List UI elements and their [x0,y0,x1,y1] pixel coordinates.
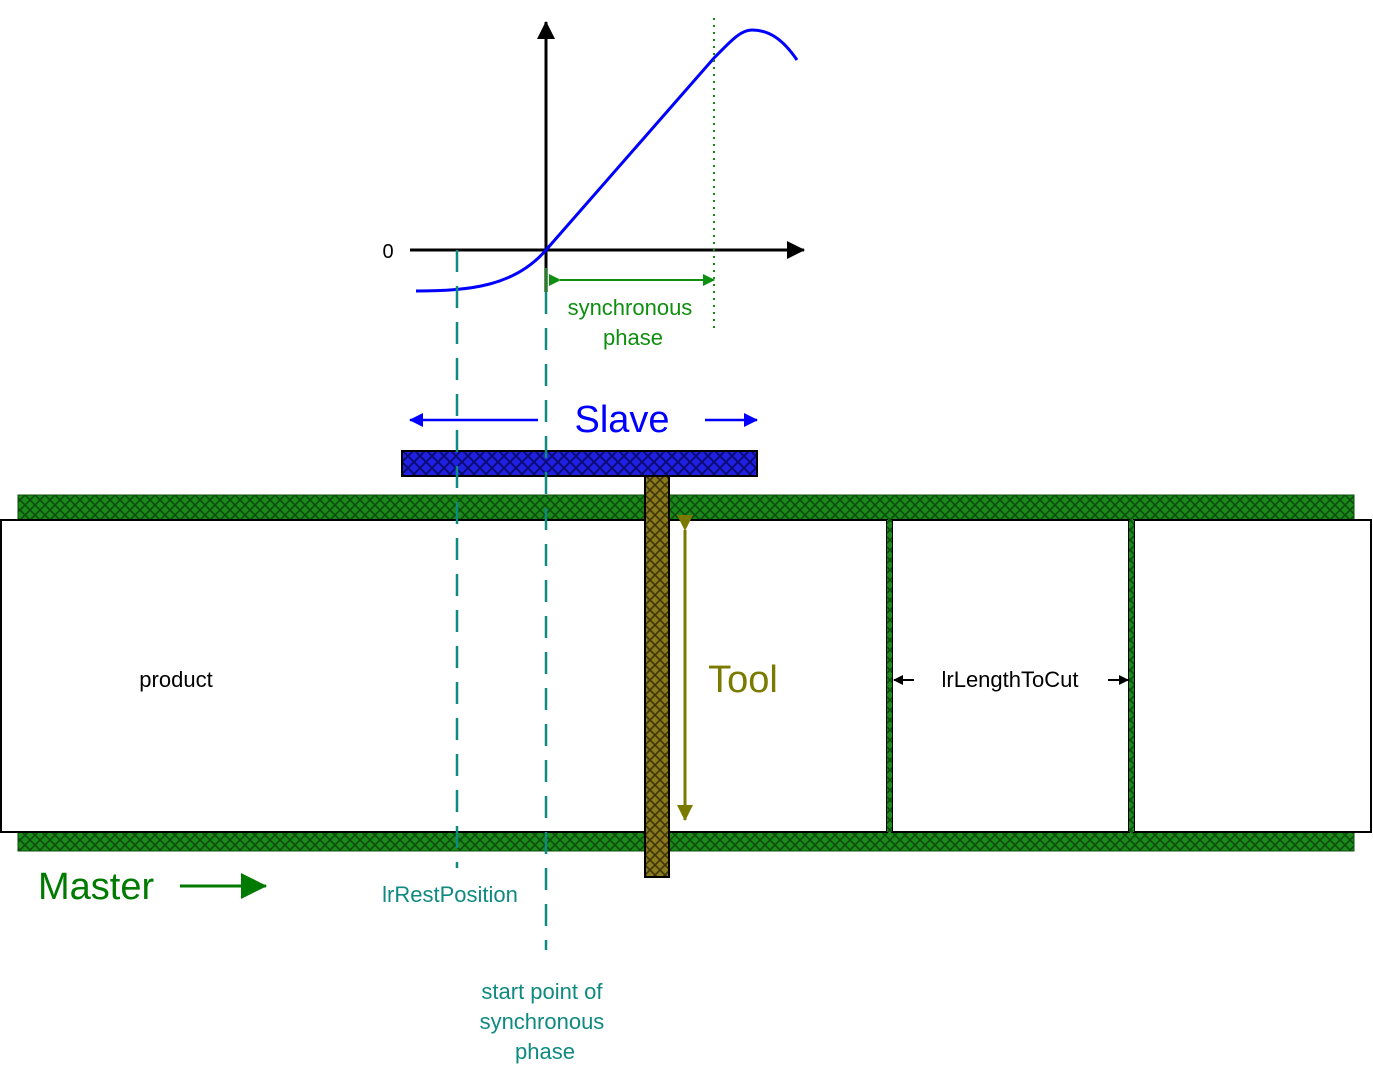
tool-label: Tool [708,659,778,701]
product-piece-main [0,519,888,833]
length-to-cut-label: lrLengthToCut [942,667,1079,692]
product-strip: product lrLengthToCut [0,519,1372,833]
sync-phase-label-line-1: synchronous [568,295,693,320]
tool-group: Tool [644,475,778,878]
slave-carriage [401,450,758,477]
master-belt-bottom [17,830,1355,852]
product-piece-cut-2 [1133,519,1372,833]
graph-zero-label: 0 [382,241,393,263]
start-point-label-line-2: synchronous [480,1009,605,1034]
start-point-label: start point of synchronous phase [480,979,611,1064]
slave-label: Slave [574,399,669,441]
rest-position-label: lrRestPosition [382,882,518,907]
start-point-label-line-1: start point of [481,979,603,1004]
master-belt-top [17,494,1355,522]
master-group: Master [38,866,267,908]
cam-curve [415,28,799,293]
sync-phase-label-line-2: phase [603,325,663,350]
tool-bar [644,475,670,878]
sync-phase-label: synchronous phase [568,295,699,350]
cam-profile-graph: 0 synchronous phase [382,18,805,350]
start-point-label-line-3: phase [515,1039,575,1064]
cut-gap-1 [887,520,892,832]
product-label: product [139,667,212,692]
slave-group: Slave [401,399,758,477]
cut-gap-2 [1129,520,1134,832]
master-label: Master [38,866,154,908]
